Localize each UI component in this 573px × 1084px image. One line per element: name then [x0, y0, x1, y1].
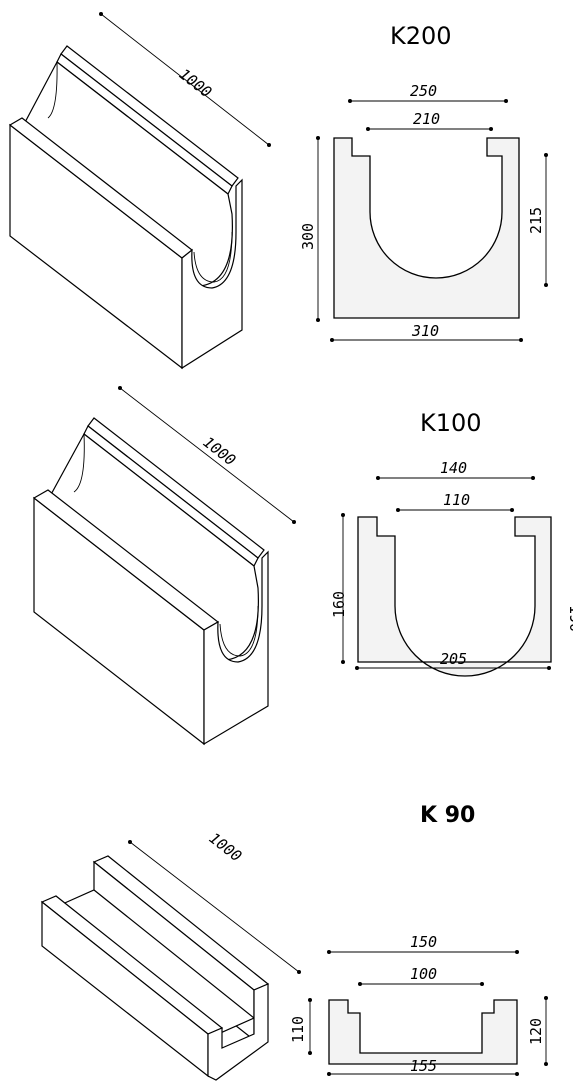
section-title: K100 — [420, 409, 482, 437]
section-k90: K 90 1000 150 100 — [40, 803, 548, 1081]
length-dimension-line — [119, 387, 295, 523]
length-dimension-line — [100, 13, 270, 146]
section-title: K 90 — [420, 803, 475, 828]
inner-top-width: 110 — [443, 491, 470, 509]
length-dimension-line — [129, 841, 300, 973]
inner-top-width: 100 — [410, 965, 437, 983]
length-label: 1000 — [206, 829, 246, 865]
cross-section: 140 110 160 190 205 — [330, 459, 573, 677]
length-label: 1000 — [176, 65, 216, 101]
cross-section: 150 100 110 120 155 — [289, 933, 548, 1076]
section-k200: K200 1000 — [8, 12, 548, 370]
outer-top-width: 150 — [410, 933, 437, 951]
height-dim: 160 — [330, 591, 348, 618]
inner-top-width: 210 — [413, 110, 440, 128]
outer-top-width: 250 — [410, 82, 437, 100]
bottom-width: 310 — [411, 322, 439, 340]
isometric-block: 1000 — [32, 386, 296, 746]
bottom-width: 205 — [440, 650, 467, 668]
inner-depth-dim: 190 — [566, 605, 573, 632]
outer-top-width: 140 — [440, 459, 467, 477]
inner-depth-dim: 215 — [527, 207, 545, 234]
isometric-block: 1000 — [40, 829, 301, 1081]
height-dim: 110 — [289, 1016, 307, 1043]
isometric-block: 1000 — [8, 12, 271, 370]
section-k100: K100 1000 140 110 160 19 — [32, 386, 573, 746]
bottom-width: 155 — [410, 1057, 437, 1075]
inner-depth-dim: 120 — [527, 1018, 545, 1045]
cross-section: 250 210 300 215 310 — [299, 82, 548, 342]
height-dim: 300 — [299, 223, 317, 250]
section-title: K200 — [390, 22, 452, 50]
